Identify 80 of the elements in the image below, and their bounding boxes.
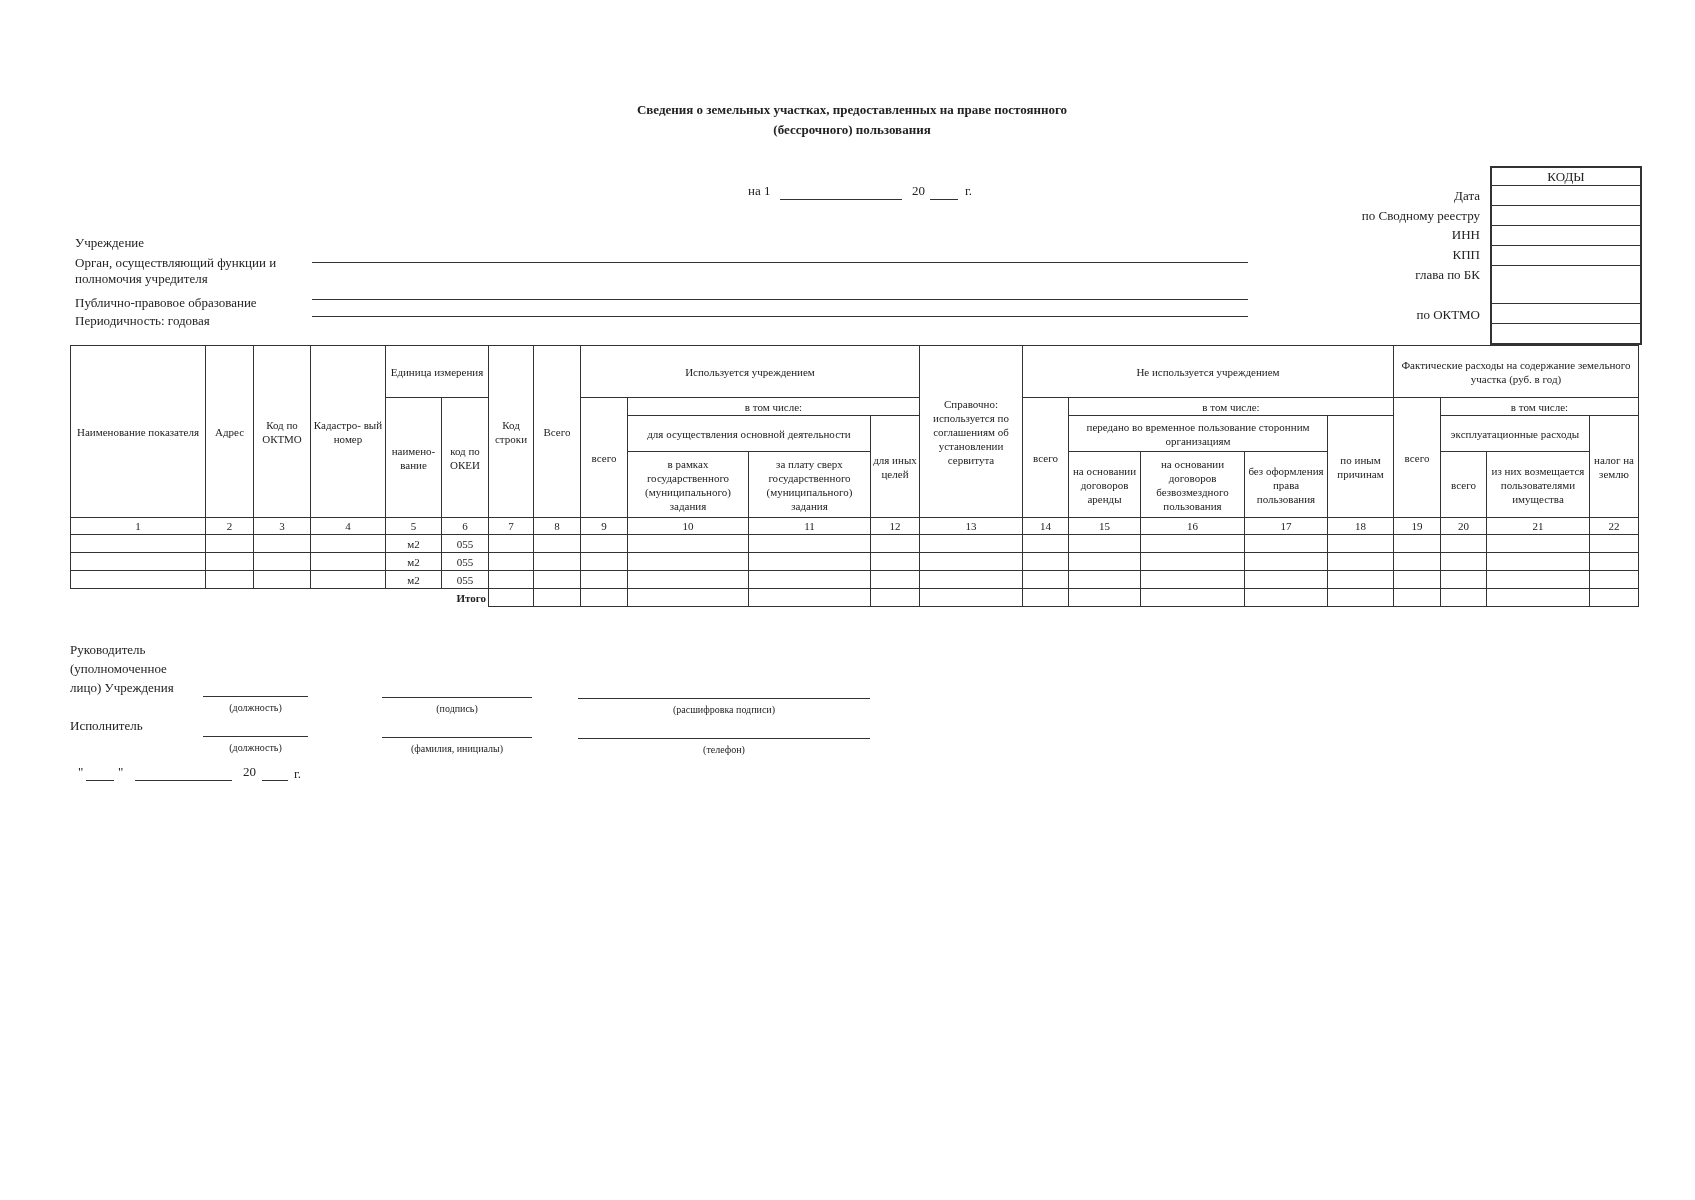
quote-mark: " [118,764,124,780]
column-number: 10 [627,517,749,535]
column-header: передано во временное пользование сторонним организациям [1068,415,1328,452]
field-label: Публично-правовое образование [75,295,258,311]
column-header: Адрес [205,345,254,518]
column-number: 3 [253,517,311,535]
column-number: 18 [1327,517,1394,535]
year-label: 20 [912,183,925,199]
unit-name: м2 [385,534,442,553]
column-header: Всего [533,345,581,518]
form-title: Сведения о земельных участках, предоставленных на праве постоянного (бессрочного) пользования [635,101,1069,139]
quote-mark: " [78,764,84,780]
column-number: 20 [1440,517,1487,535]
column-header: Справочно: используется по соглашениям об установлении сервитута [919,345,1023,518]
unit-name: м2 [385,570,442,589]
code-label: по Сводному реестру [1360,208,1480,224]
unit-code: 055 [441,552,489,571]
column-number: 11 [748,517,871,535]
column-header: всего [580,397,628,518]
column-number: 9 [580,517,628,535]
column-number: 8 [533,517,581,535]
column-header: всего [1440,451,1487,518]
column-number: 1 [70,517,206,535]
column-header: Не используется учреждением [1022,345,1394,398]
column-header: всего [1022,397,1069,518]
column-number: 13 [919,517,1023,535]
column-header: Единица измерения [385,345,489,398]
column-number: 14 [1022,517,1069,535]
date-label: на 1 [748,183,771,199]
line-caption: (расшифровка подписи) [671,703,777,717]
column-header: Код по ОКТМО [253,345,311,518]
field-label: Периодичность: годовая [75,313,211,329]
column-number: 5 [385,517,442,535]
column-number: 15 [1068,517,1141,535]
column-number: 7 [488,517,534,535]
line-caption: (телефон) [702,743,746,757]
column-header: на основании договоров безвозмездного пользования [1140,451,1245,518]
unit-code: 055 [441,534,489,553]
column-header: наимено- вание [385,397,442,518]
column-header: Используется учреждением [580,345,920,398]
code-label: по ОКТМО [1415,307,1480,323]
column-header: на основании договоров аренды [1068,451,1141,518]
column-header: Код строки [488,345,534,518]
column-header: всего [1393,397,1441,518]
code-label: КПП [1451,247,1480,263]
column-number: 6 [441,517,489,535]
total-label: Итого [441,588,489,607]
column-header: в том числе: [1440,397,1639,416]
column-number: 21 [1486,517,1590,535]
column-header: эксплуатационные расходы [1440,415,1590,452]
column-number: 22 [1589,517,1639,535]
column-number: 16 [1140,517,1245,535]
column-number: 12 [870,517,920,535]
year-label: 20 [243,764,256,780]
column-number: 19 [1393,517,1441,535]
signature-label: Исполнитель [70,718,144,734]
column-header: Фактические расходы на содержание земельного участка (руб. в год) [1393,345,1639,398]
column-header: Наименование показателя [70,345,206,518]
field-label: Учреждение [75,235,146,251]
column-header: налог на землю [1589,415,1639,518]
line-caption: (должность) [228,741,283,755]
signature-label: Руководитель (уполномоченное лицо) Учреждения [70,641,175,697]
code-label: глава по БК [1414,267,1480,283]
column-header: в том числе: [1068,397,1394,416]
column-number: 2 [205,517,254,535]
year-suffix: г. [965,183,973,199]
column-header: в рамках государственного (муниципального) задания [627,451,749,518]
line-caption: (фамилия, инициалы) [409,742,505,756]
code-label: ИНН [1450,227,1480,243]
line-caption: (подпись) [435,702,479,716]
line-caption: (должность) [228,701,283,715]
unit-name: м2 [385,552,442,571]
column-header: Кадастро- вый номер [310,345,386,518]
column-number: 17 [1244,517,1328,535]
column-header: для осуществления основной деятельности [627,415,871,452]
code-label: Дата [1453,188,1480,204]
field-label: Орган, осуществляющий функции и полномочия учредителя [75,255,278,287]
year-suffix: г. [294,766,302,782]
unit-code: 055 [441,570,489,589]
column-number: 4 [310,517,386,535]
